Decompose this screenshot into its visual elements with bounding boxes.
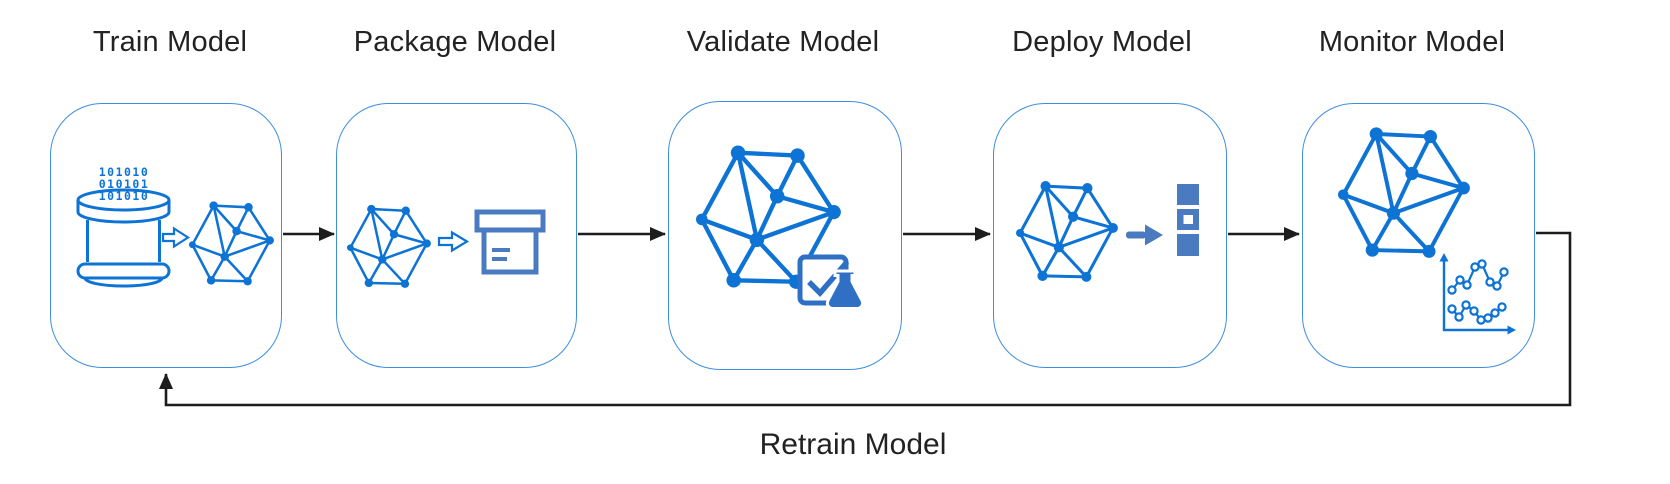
binary-row: 010101: [99, 177, 150, 191]
binary-row: 101010: [99, 189, 150, 203]
model-network-icon: [189, 200, 274, 286]
retrain-label: Retrain Model: [759, 428, 947, 461]
stage-card-package: [336, 103, 577, 368]
deploy-squares-icon: [1177, 184, 1199, 256]
binary-data-icon: 101010 010101 101010: [99, 165, 150, 203]
database-icon: [76, 188, 171, 288]
stage-card-train: 101010 010101 101010: [50, 103, 282, 368]
stage-card-deploy: [993, 103, 1227, 368]
transform-arrow-icon: [437, 230, 470, 253]
stage-title-package: Package Model: [353, 26, 557, 58]
stage-title-validate: Validate Model: [686, 26, 880, 58]
stage-title-deploy: Deploy Model: [1012, 26, 1192, 58]
model-network-icon: [345, 204, 433, 288]
model-network-icon: [1338, 127, 1470, 258]
package-box-icon: [474, 209, 546, 275]
stage-title-train: Train Model: [92, 26, 248, 58]
transform-arrow-icon: [161, 226, 191, 249]
binary-row: 101010: [99, 165, 150, 179]
metrics-chart-icon: [1439, 253, 1516, 335]
stage-card-validate: [668, 101, 902, 370]
stage-title-monitor: Monitor Model: [1318, 26, 1506, 58]
deploy-arrow-icon: [1126, 224, 1163, 246]
stage-card-monitor: [1302, 103, 1535, 368]
model-network-icon: [1016, 180, 1118, 282]
